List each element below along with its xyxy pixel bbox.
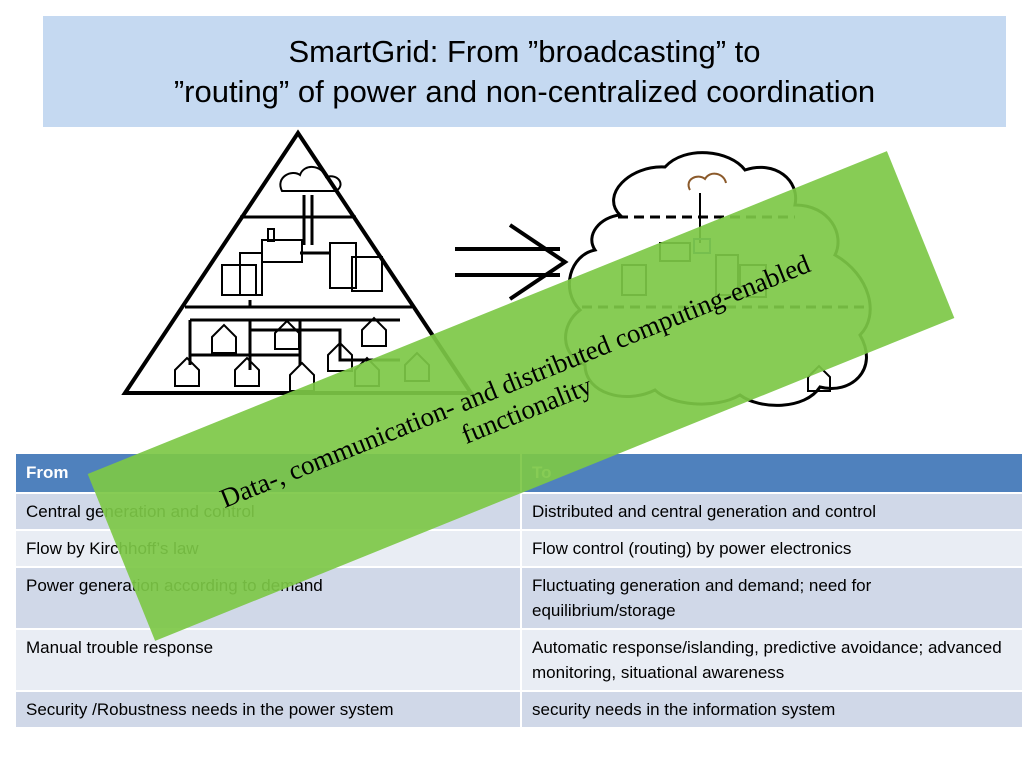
slide-title-line-1: SmartGrid: From ”broadcasting” to xyxy=(288,33,761,69)
table-cell: Manual trouble response xyxy=(16,629,522,692)
table-row: Security /Robustness needs in the power … xyxy=(16,691,1024,729)
slide-title-line-2: ”routing” of power and non-centralized c… xyxy=(173,73,876,109)
table-cell: Fluctuating generation and demand; need … xyxy=(521,567,1024,630)
double-arrow-icon xyxy=(455,223,569,301)
table-row: Manual trouble response Automatic respon… xyxy=(16,629,1024,692)
table-cell: Automatic response/islanding, predictive… xyxy=(521,629,1024,692)
column-header-to: To xyxy=(521,454,1024,494)
table-cell: Flow control (routing) by power electron… xyxy=(521,530,1024,568)
title-box: SmartGrid: From ”broadcasting” to ”routi… xyxy=(43,16,1006,127)
table-cell: Distributed and central generation and c… xyxy=(521,493,1024,531)
table-cell: security needs in the information system xyxy=(521,691,1024,729)
table-cell: Security /Robustness needs in the power … xyxy=(16,691,522,729)
